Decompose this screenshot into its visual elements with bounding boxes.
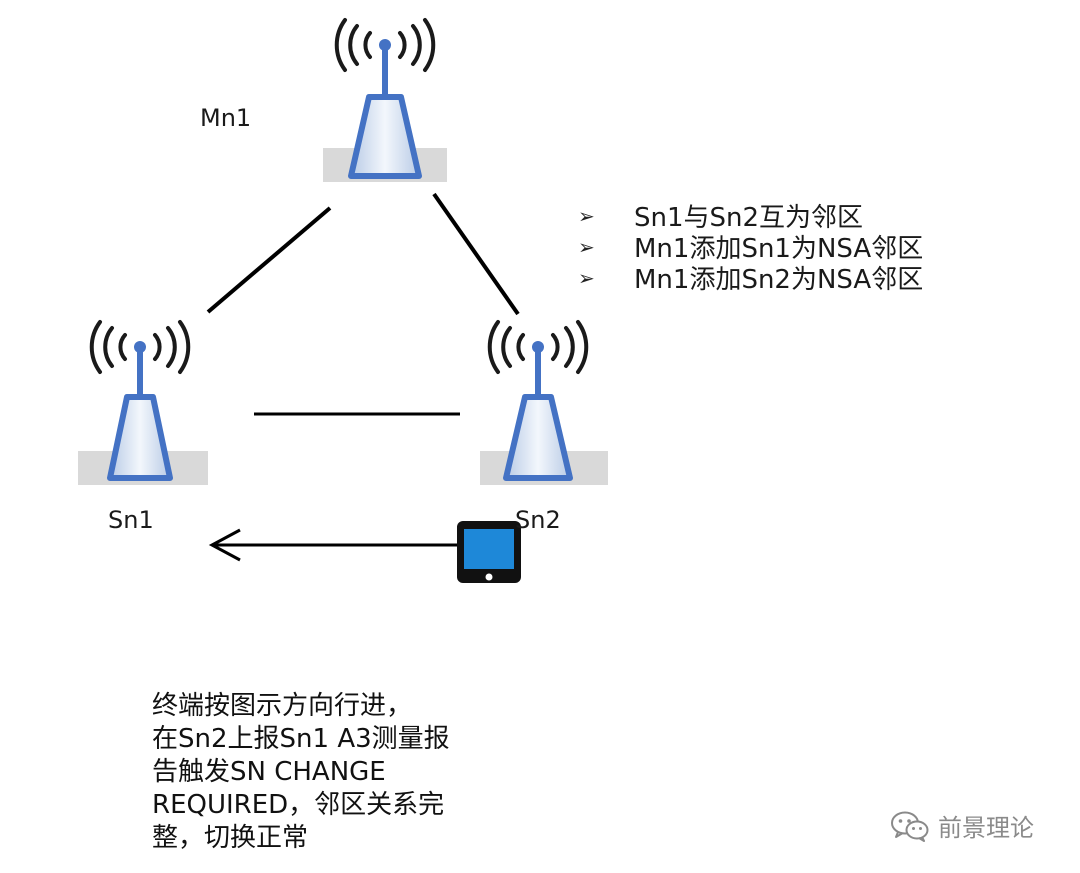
phone-icon	[457, 521, 521, 583]
description-line: 在Sn2上报Sn1 A3测量报	[152, 724, 450, 754]
label-sn1: Sn1	[108, 506, 154, 534]
description-line: REQUIRED，邻区关系完	[152, 790, 445, 820]
note-item: ➢ Sn1与Sn2互为邻区	[578, 200, 923, 233]
antenna-tip	[134, 341, 146, 353]
note-text: Mn1添加Sn1为NSA邻区	[634, 234, 924, 264]
base-station-sn2	[480, 320, 608, 485]
description-line: 整，切换正常	[152, 823, 309, 853]
tower-body	[503, 394, 573, 481]
link-mn1-sn1	[206, 206, 332, 314]
movement-arrow	[208, 528, 460, 562]
signal-waves-icon	[487, 320, 589, 374]
antenna-tip	[379, 39, 391, 51]
tower-body	[107, 394, 173, 481]
description-line: 告触发SN CHANGE	[152, 757, 386, 787]
label-sn2: Sn2	[515, 506, 561, 534]
link-mn1-sn2	[432, 192, 520, 316]
description-text: 终端按图示方向行进， 在Sn2上报Sn1 A3测量报 告触发SN CHANGE …	[152, 690, 592, 855]
label-mn1: Mn1	[200, 104, 252, 132]
arrow-bullet-icon: ➢	[578, 265, 595, 290]
tower-body	[348, 94, 422, 179]
note-item: ➢ Mn1添加Sn2为NSA邻区	[578, 262, 924, 295]
note-text: Mn1添加Sn2为NSA邻区	[634, 265, 924, 295]
signal-waves-icon	[334, 18, 436, 72]
signal-waves-icon	[89, 320, 191, 374]
base-station-sn1	[78, 320, 208, 485]
watermark: 前景理论	[890, 808, 1034, 843]
arrow-bullet-icon: ➢	[578, 203, 595, 228]
neighbor-notes-list: ➢ Sn1与Sn2互为邻区 ➢ Mn1添加Sn1为NSA邻区 ➢ Mn1添加Sn…	[578, 200, 924, 295]
base-station-mn1	[323, 18, 447, 182]
watermark-text: 前景理论	[938, 814, 1034, 842]
arrow-bullet-icon: ➢	[578, 234, 595, 259]
note-item: ➢ Mn1添加Sn1为NSA邻区	[578, 231, 924, 264]
note-text: Sn1与Sn2互为邻区	[634, 203, 864, 233]
description-line: 终端按图示方向行进，	[152, 691, 413, 721]
antenna-tip	[532, 341, 544, 353]
wechat-icon	[891, 811, 929, 842]
